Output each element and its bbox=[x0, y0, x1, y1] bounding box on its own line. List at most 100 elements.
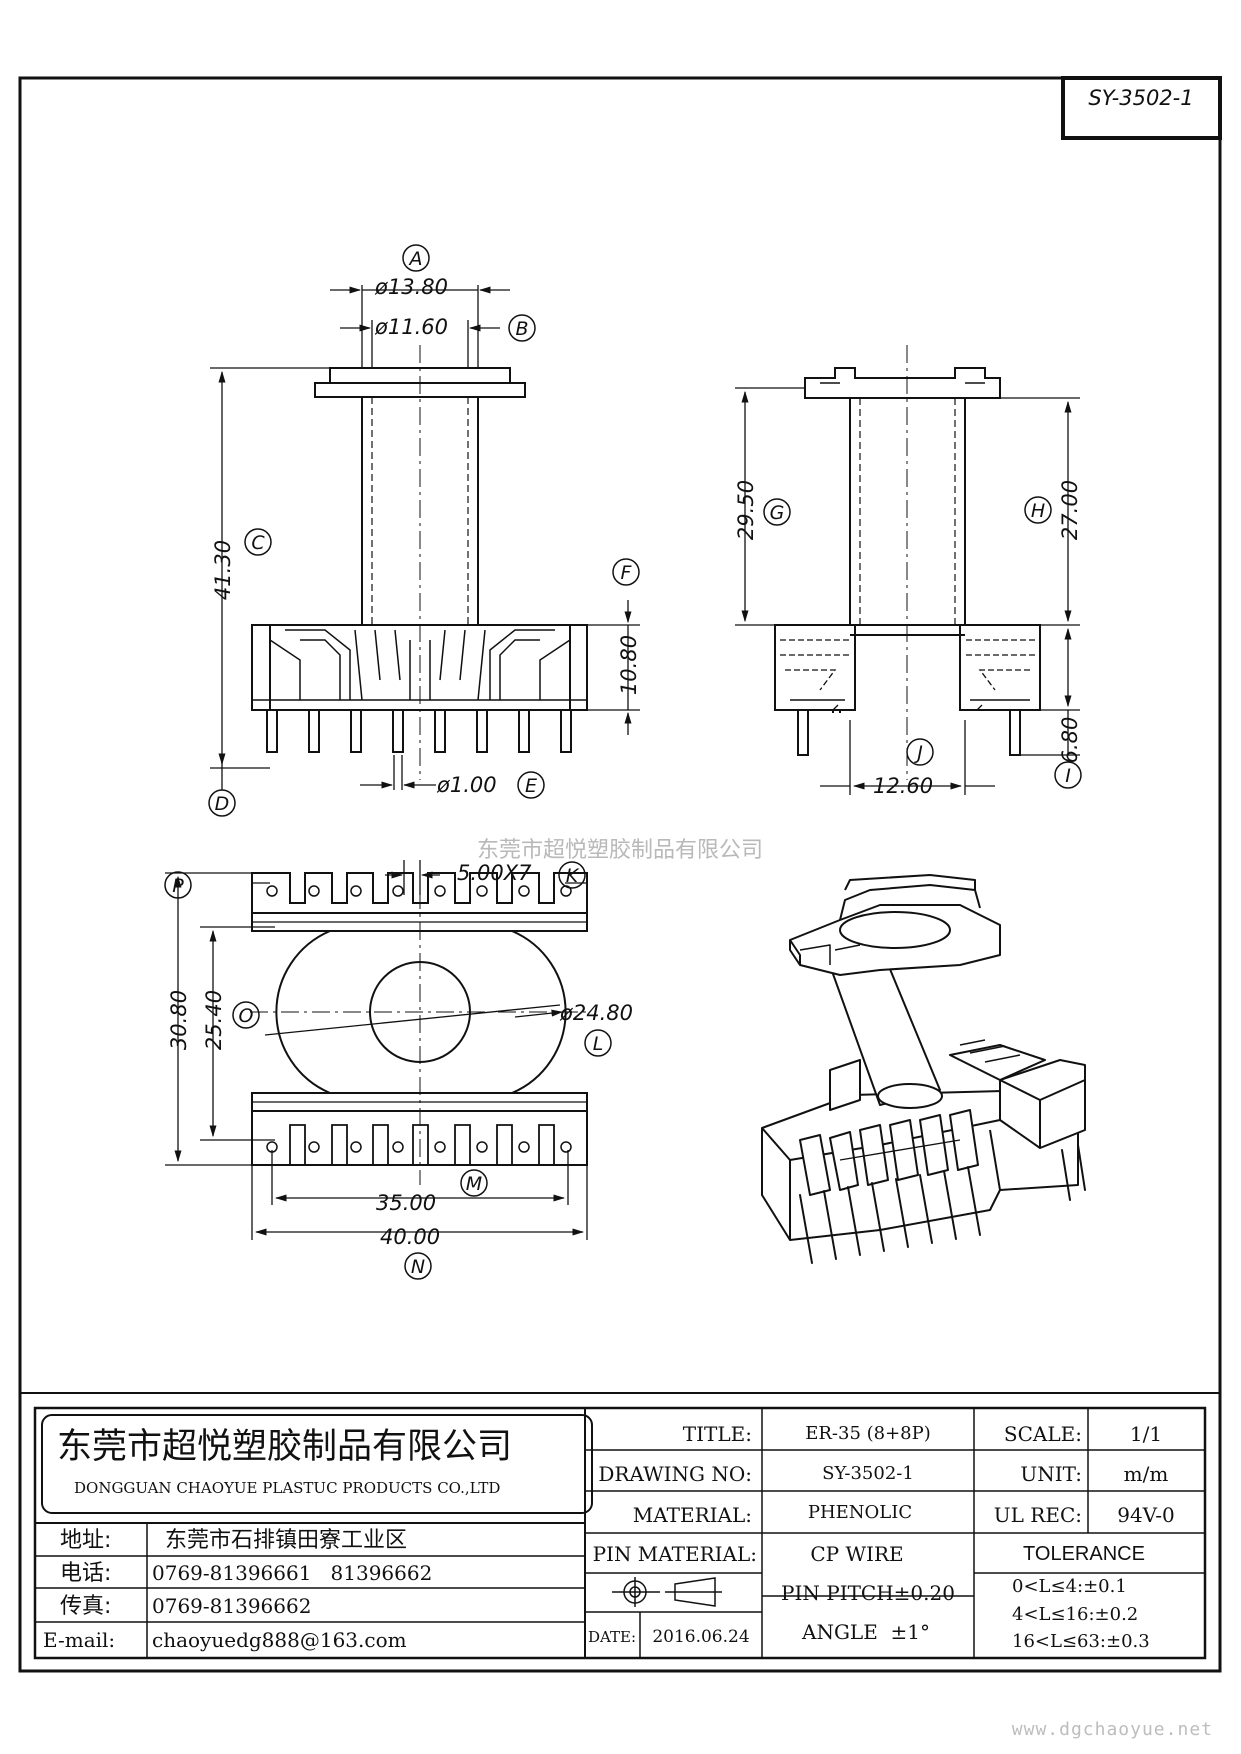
scale-label: SCALE: bbox=[1004, 1422, 1082, 1446]
sheet-border bbox=[18, 76, 1222, 1673]
phone-value: 0769-81396661 81396662 bbox=[152, 1561, 432, 1585]
watermark-site: www.dgchaoyue.net bbox=[1012, 1719, 1213, 1740]
letter-g-label: G bbox=[763, 498, 791, 526]
drawing-id-box: SY-3502-1 bbox=[1061, 76, 1222, 140]
pin bbox=[847, 1186, 861, 1256]
dim-length-total: 40.00 bbox=[380, 1225, 440, 1249]
dim-pin-length: 6.80 bbox=[1058, 717, 1082, 764]
dim-width-outer: 30.80 bbox=[167, 990, 191, 1050]
letter-o-label: O bbox=[232, 1001, 260, 1029]
scale-value: 1/1 bbox=[1130, 1422, 1162, 1446]
address-label: 地址: bbox=[60, 1528, 111, 1553]
pin bbox=[871, 1182, 885, 1252]
front-view-dimensions bbox=[210, 285, 640, 790]
dim-height-total: 41.30 bbox=[211, 540, 235, 600]
svg-text:B: B bbox=[515, 318, 528, 340]
material-value: PHENOLIC bbox=[808, 1502, 912, 1523]
drawing-id-label: SY-3502-1 bbox=[1088, 86, 1193, 110]
svg-text:D: D bbox=[215, 793, 230, 815]
svg-text:I: I bbox=[1065, 765, 1071, 787]
svg-text:P: P bbox=[172, 875, 184, 897]
unit-label: UNIT: bbox=[1020, 1462, 1082, 1486]
svg-text:F: F bbox=[621, 562, 633, 584]
pin bbox=[434, 710, 446, 753]
angle-tolerance: ANGLE ±1° bbox=[801, 1620, 930, 1644]
dim-pitch: 5.00X7 bbox=[457, 861, 532, 885]
title-label: TITLE: bbox=[683, 1422, 752, 1446]
pin-hole bbox=[350, 1141, 362, 1153]
ul-value: 94V-0 bbox=[1117, 1503, 1175, 1527]
pin bbox=[823, 1190, 837, 1260]
dim-row-span: 35.00 bbox=[376, 1191, 436, 1215]
letter-j-label: J bbox=[906, 738, 934, 766]
svg-text:J: J bbox=[913, 742, 923, 764]
pin-pitch: PIN PITCH±0.20 bbox=[781, 1581, 955, 1605]
bottom-view-pin-holes bbox=[266, 885, 572, 1153]
svg-text:E: E bbox=[525, 775, 537, 797]
dim-side-height: 29.50 bbox=[734, 480, 758, 540]
pin-hole bbox=[308, 1141, 320, 1153]
drawing-no-label: DRAWING NO: bbox=[598, 1462, 752, 1486]
company-name-cn: 东莞市超悦塑胶制品有限公司 bbox=[57, 1427, 512, 1467]
svg-text:K: K bbox=[566, 865, 580, 887]
letter-l-label: L bbox=[584, 1029, 612, 1057]
watermark-company: 东莞市超悦塑胶制品有限公司 bbox=[477, 838, 763, 863]
pin-hole bbox=[392, 885, 404, 897]
letter-p-label: P bbox=[164, 871, 192, 899]
pin-hole bbox=[392, 1141, 404, 1153]
dim-pin-dia: ø1.00 bbox=[436, 773, 497, 797]
pin bbox=[895, 1178, 909, 1248]
tolerance-row-1: 0<L≤4:±0.1 bbox=[1012, 1576, 1127, 1597]
email-value: chaoyuedg888@163.com bbox=[152, 1628, 407, 1652]
pin-hole bbox=[476, 1141, 488, 1153]
pin bbox=[518, 710, 530, 753]
letter-e-label: E bbox=[517, 771, 545, 799]
isometric-view bbox=[761, 874, 1086, 1241]
svg-text:H: H bbox=[1031, 500, 1045, 522]
title-block bbox=[20, 1392, 1220, 1660]
pin-hole bbox=[308, 885, 320, 897]
pin-hole bbox=[518, 885, 530, 897]
svg-text:G: G bbox=[770, 502, 785, 524]
pin bbox=[392, 710, 404, 753]
svg-text:A: A bbox=[408, 248, 423, 270]
address-value: 东莞市石排镇田寮工业区 bbox=[165, 1528, 407, 1553]
pin bbox=[1077, 1144, 1086, 1191]
drawing-no-value: SY-3502-1 bbox=[822, 1463, 914, 1484]
svg-text:O: O bbox=[239, 1005, 254, 1027]
pin-hole bbox=[266, 885, 278, 897]
dim-width-inner: 25.40 bbox=[202, 990, 226, 1050]
dim-dia-flange: ø13.80 bbox=[374, 275, 448, 299]
date-value: 2016.06.24 bbox=[652, 1627, 749, 1647]
title-value: ER-35 (8+8P) bbox=[805, 1423, 931, 1444]
date-label: DATE: bbox=[588, 1628, 636, 1646]
side-view bbox=[774, 345, 1041, 780]
email-label: E-mail: bbox=[43, 1628, 115, 1652]
front-view bbox=[251, 345, 588, 780]
pin bbox=[919, 1174, 933, 1244]
pin bbox=[560, 710, 572, 753]
dim-winding-height: 27.00 bbox=[1058, 480, 1082, 540]
pin bbox=[476, 710, 488, 753]
letter-k-label: K bbox=[558, 861, 586, 889]
letter-a-label: A bbox=[402, 244, 430, 272]
pin bbox=[943, 1170, 957, 1240]
svg-text:L: L bbox=[593, 1033, 604, 1055]
pin bbox=[350, 710, 362, 753]
company-name-en: DONGGUAN CHAOYUE PLASTUC PRODUCTS CO.,LT… bbox=[74, 1479, 500, 1497]
pin-hole bbox=[434, 1141, 446, 1153]
pin bbox=[1061, 1149, 1071, 1201]
pin bbox=[266, 710, 278, 753]
phone-label: 电话: bbox=[60, 1561, 111, 1586]
tolerance-row-3: 16<L≤63:±0.3 bbox=[1012, 1631, 1150, 1652]
isometric-view-pins bbox=[799, 1144, 1086, 1264]
pin-hole bbox=[518, 1141, 530, 1153]
letter-c-label: C bbox=[244, 528, 272, 556]
dimension-labels: ø13.80 ø11.60 ø1.00 5.00X7 ø24.80 35.00 … bbox=[167, 275, 1082, 1249]
letter-f-label: F bbox=[612, 558, 640, 586]
unit-value: m/m bbox=[1124, 1462, 1169, 1486]
letter-i-label: I bbox=[1054, 761, 1082, 789]
bottom-view bbox=[250, 860, 590, 1185]
pin bbox=[308, 710, 320, 753]
projection-symbol-icon bbox=[612, 1577, 722, 1607]
